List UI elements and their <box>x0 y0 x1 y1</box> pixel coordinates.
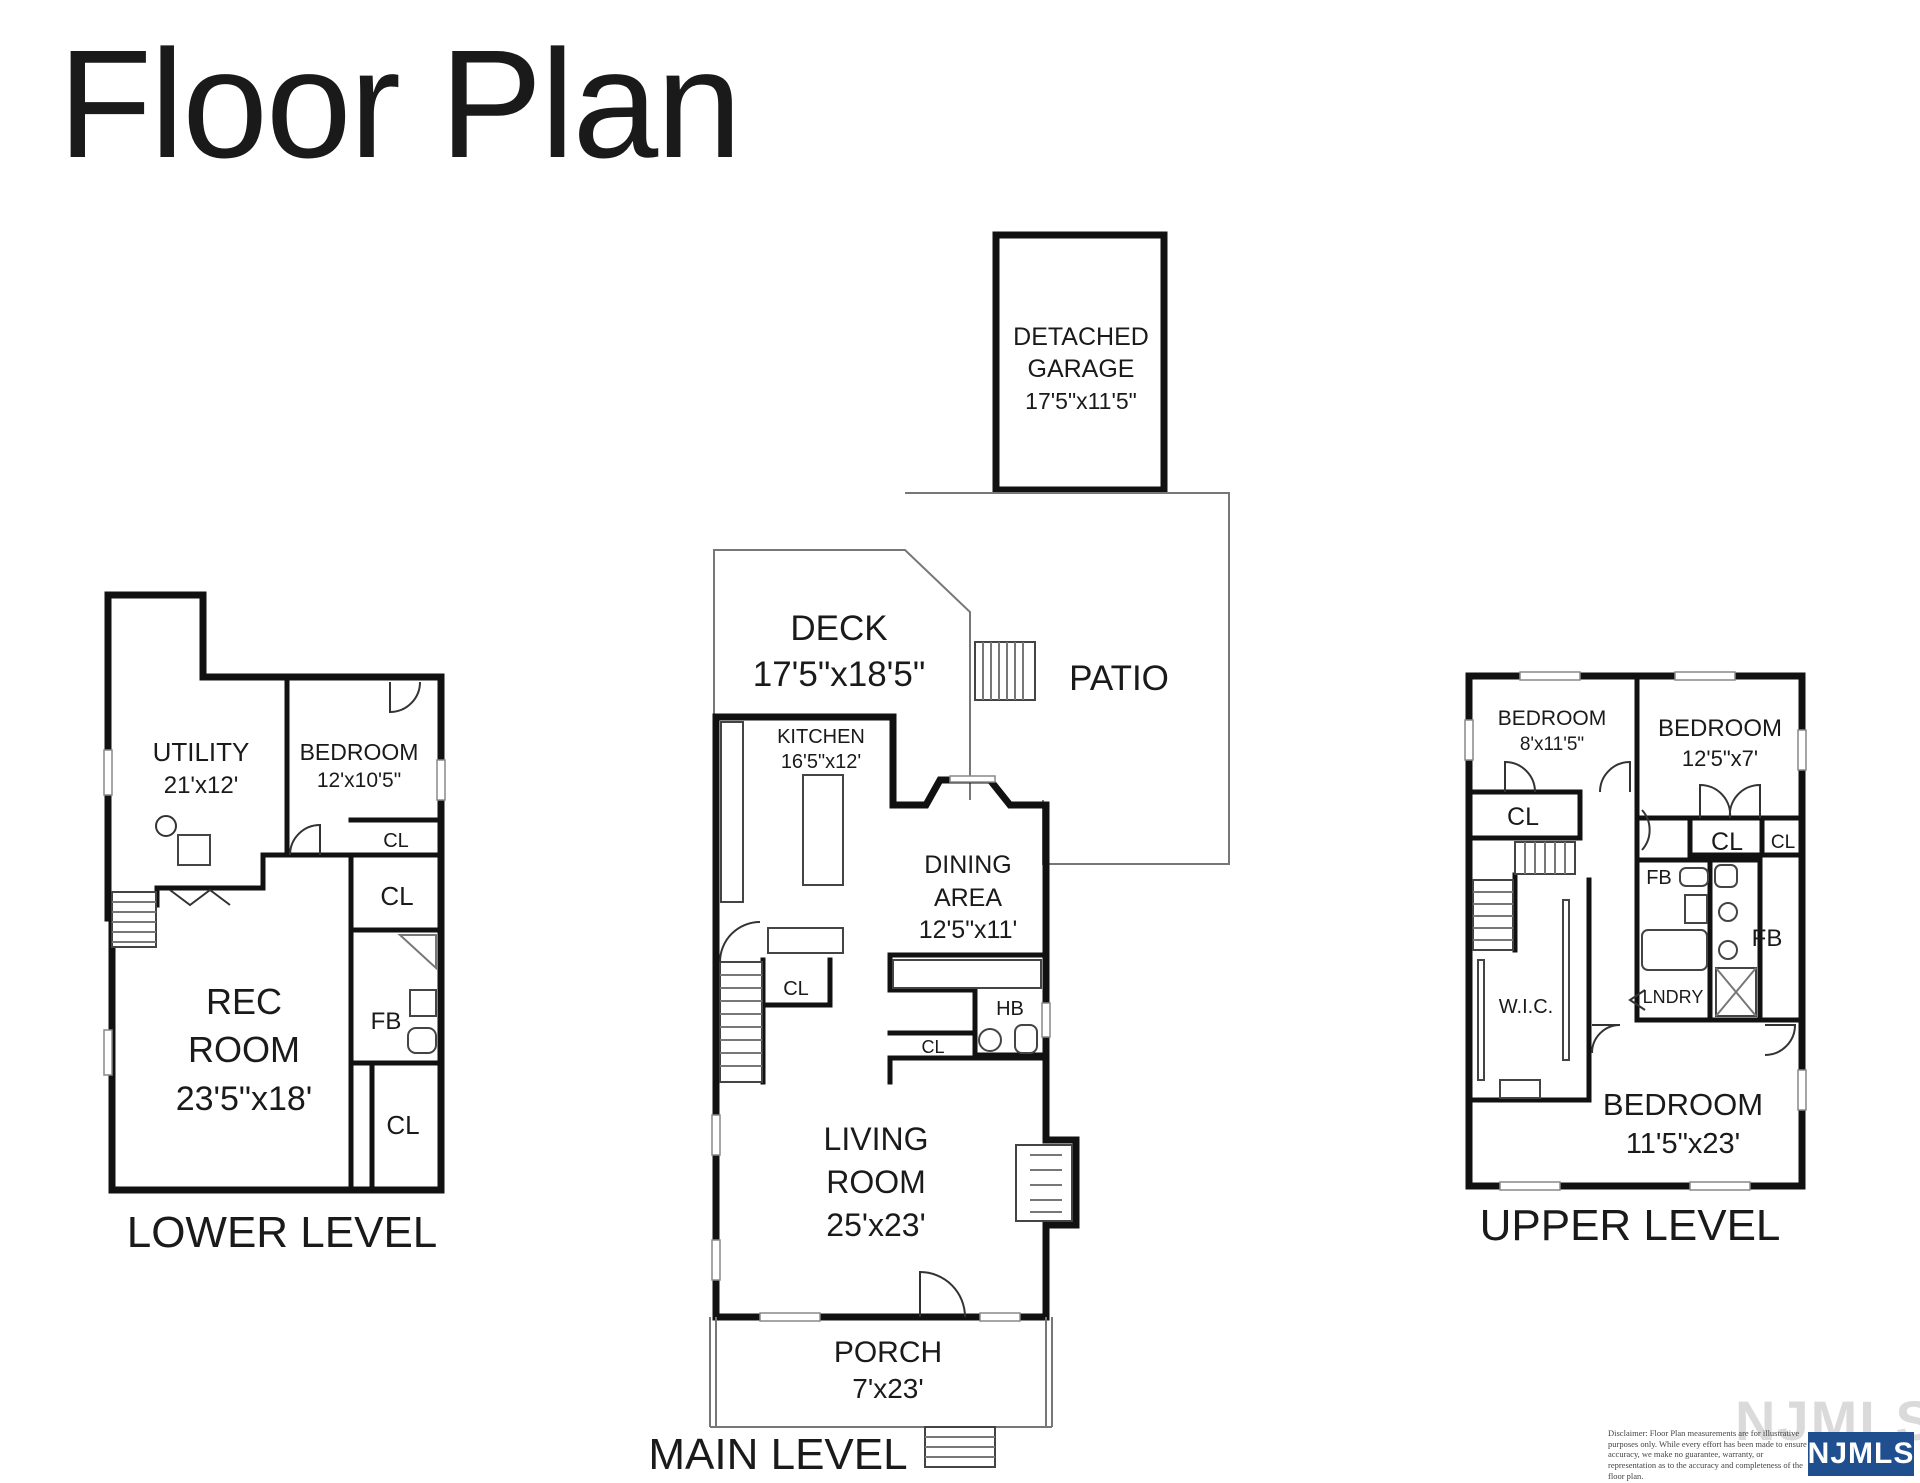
upper-level-plan <box>1464 671 1807 1191</box>
sink <box>1718 902 1738 922</box>
lower-bedroom-dim: 12'x10'5" <box>317 769 401 792</box>
toilet <box>1714 864 1738 888</box>
closet-shelf <box>1499 1079 1541 1099</box>
laundry-label: LNDRY <box>1643 987 1704 1007</box>
deck-stairs <box>974 641 1036 701</box>
shower <box>1715 967 1757 1017</box>
lower-stairs <box>111 891 157 948</box>
rec-room-name-2: ROOM <box>188 1029 300 1070</box>
half-bath-label: HB <box>996 998 1024 1020</box>
rec-room-dim: 23'5"x18' <box>176 1080 313 1118</box>
main-level-plan <box>709 231 1230 1468</box>
rec-room-name-1: REC <box>206 981 282 1022</box>
wic-label: W.I.C. <box>1499 996 1553 1018</box>
upper-bedroom-2-name: BEDROOM <box>1658 715 1782 742</box>
lower-utility-name: UTILITY <box>153 737 250 767</box>
upper-closet-label: CL <box>1507 803 1539 831</box>
toilet <box>407 1027 437 1054</box>
lower-utility-dim: 21'x12' <box>164 772 239 799</box>
dining-name-2: AREA <box>934 884 1002 912</box>
deck-outline <box>713 549 971 800</box>
dining-dim: 12'5"x11' <box>919 916 1018 944</box>
kitchen-counter <box>892 959 1042 989</box>
kitchen-counter <box>720 721 744 903</box>
porch-dim: 7'x23' <box>852 1373 923 1404</box>
upper-bedroom-1-dim: 8'x11'5" <box>1520 734 1584 755</box>
upper-bedroom-2-dim: 12'5"x7' <box>1682 746 1758 771</box>
garage-dim: 17'5"x11'5" <box>1025 388 1137 414</box>
dining-name-1: DINING <box>924 851 1012 879</box>
porch-outline <box>715 1317 1047 1428</box>
lower-level-plan <box>103 591 446 1194</box>
main-stairs <box>719 961 763 1083</box>
upper-bedroom-3-name: BEDROOM <box>1603 1087 1763 1122</box>
porch-stairs <box>924 1426 996 1468</box>
upper-bath-label: FB <box>1646 867 1672 889</box>
closet-rod <box>1562 899 1570 1061</box>
disclaimer-text: Disclaimer: Floor Plan measurements are … <box>1608 1428 1807 1481</box>
upper-level-label: UPPER LEVEL <box>1480 1201 1781 1250</box>
toilet <box>1014 1024 1038 1054</box>
deck-dim: 17'5"x18'5" <box>753 655 926 694</box>
upper-closet-label: CL <box>1771 832 1795 853</box>
sink <box>1718 940 1738 960</box>
living-name-1: LIVING <box>824 1121 929 1157</box>
upper-closet-label: CL <box>1711 828 1743 856</box>
sink <box>978 1028 1002 1052</box>
deck-name: DECK <box>790 609 887 648</box>
upper-stairs <box>1472 841 1576 951</box>
page-title: Floor Plan <box>58 18 742 190</box>
bathtub <box>1641 929 1708 971</box>
furnace <box>177 834 211 866</box>
patio-label: PATIO <box>1069 659 1169 698</box>
main-closet-label: CL <box>921 1037 944 1057</box>
upper-bath-label: FB <box>1752 925 1783 952</box>
closet-rod <box>1477 959 1485 1081</box>
utility-fixture <box>155 815 177 837</box>
detached-garage-outline <box>992 231 1168 494</box>
lower-bath-label: FB <box>371 1008 402 1035</box>
kitchen-name: KITCHEN <box>777 726 865 748</box>
porch-name: PORCH <box>834 1336 942 1369</box>
lower-bedroom-name: BEDROOM <box>300 739 419 765</box>
patio-outline <box>905 492 1230 865</box>
garage-name-1: DETACHED <box>1013 323 1149 351</box>
kitchen-dim: 16'5"x12' <box>781 751 861 773</box>
garage-name-2: GARAGE <box>1028 355 1135 383</box>
njmls-logo: NJMLS <box>1808 1432 1914 1476</box>
fireplace <box>1015 1144 1073 1222</box>
main-closet-label: CL <box>783 978 809 1000</box>
upper-bedroom-3-dim: 11'5"x23' <box>1626 1128 1740 1160</box>
lower-closet-label: CL <box>386 1110 419 1140</box>
main-level-label: MAIN LEVEL <box>648 1430 907 1479</box>
lower-closet-label: CL <box>380 881 413 911</box>
sink <box>1684 894 1708 924</box>
lower-level-label: LOWER LEVEL <box>127 1208 438 1257</box>
kitchen-counter <box>767 927 844 954</box>
lower-closet-label: CL <box>383 830 409 852</box>
toilet <box>1679 867 1709 887</box>
living-dim: 25'x23' <box>826 1207 925 1243</box>
living-name-2: ROOM <box>826 1164 926 1200</box>
sink <box>409 989 437 1017</box>
upper-bedroom-1-name: BEDROOM <box>1498 707 1607 730</box>
kitchen-island <box>802 774 844 886</box>
